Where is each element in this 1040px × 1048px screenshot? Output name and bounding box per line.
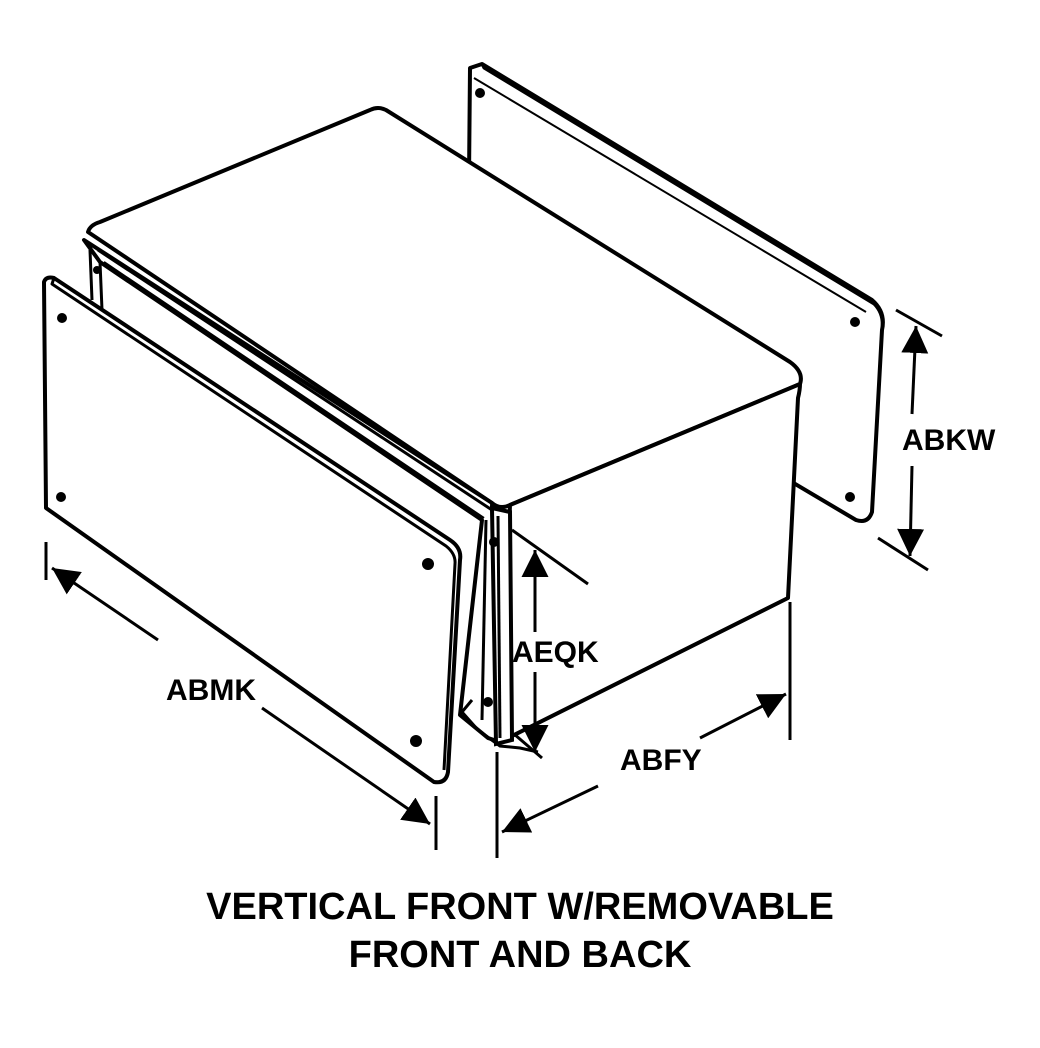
back-panel-hole — [845, 492, 855, 502]
caption-line-1: VERTICAL FRONT W/REMOVABLE — [206, 886, 834, 928]
front-frame-detail — [88, 248, 539, 754]
back-panel-hole — [475, 88, 485, 98]
abfy-dimension — [495, 602, 792, 858]
abfy-label: ABFY — [620, 744, 702, 777]
frame-hole — [93, 266, 101, 274]
abmk-label: ABMK — [166, 674, 256, 707]
front-panel-hole — [410, 735, 422, 747]
aeqk-label: AEQK — [512, 636, 599, 669]
front-panel — [42, 275, 463, 785]
abmk-dimension — [44, 542, 438, 850]
aeqk-dimension — [511, 528, 589, 760]
frame-hole — [483, 697, 493, 707]
front-panel-hole — [422, 558, 434, 570]
back-panel-hole — [850, 317, 860, 327]
abkw-label: ABKW — [902, 424, 996, 457]
frame-hole — [489, 537, 499, 547]
front-panel-hole — [56, 492, 66, 502]
caption-line-2: FRONT AND BACK — [348, 934, 692, 976]
abkw-dimension — [877, 308, 943, 572]
front-panel-hole — [57, 313, 67, 323]
